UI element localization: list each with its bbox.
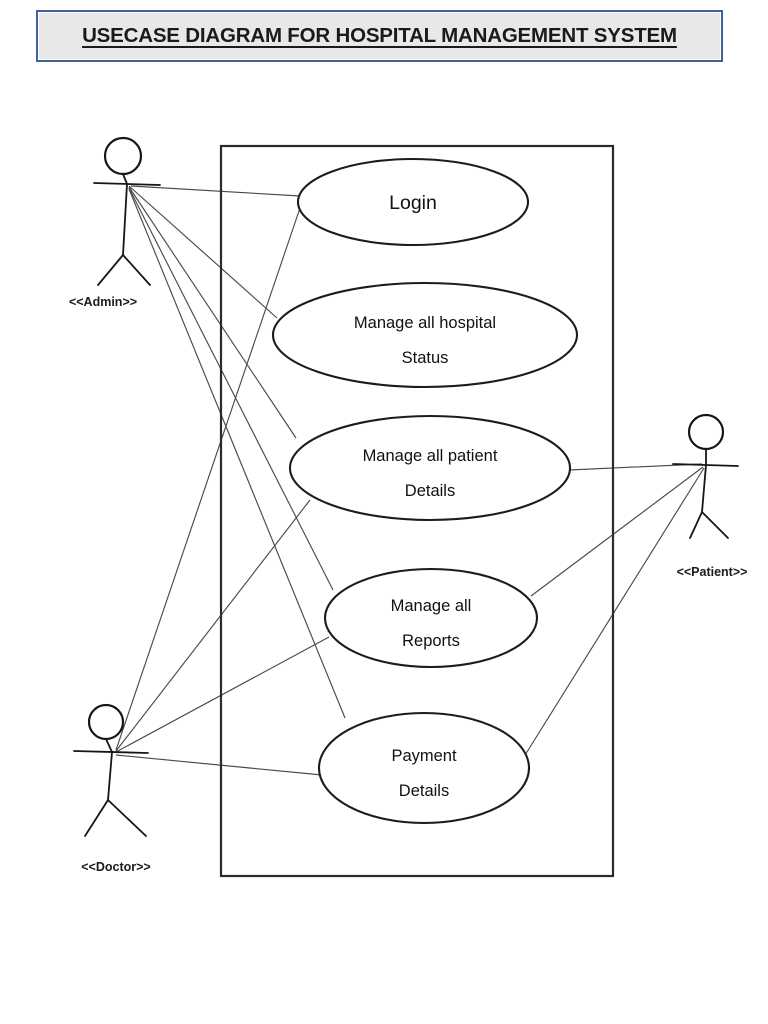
actor-head-patient <box>687 413 725 451</box>
association-admin-to-payment-details <box>128 188 346 719</box>
system-boundary-rect <box>219 144 615 878</box>
actor-label-admin: <<Admin>> <box>69 295 137 309</box>
actor-neck-admin <box>122 173 128 185</box>
actor-leg-left-patient <box>689 511 703 539</box>
use-case-label-manage-patient-details-line2: Details <box>405 482 455 500</box>
actor-neck-doctor <box>105 738 113 753</box>
diagram-title-banner: USECASE DIAGRAM FOR HOSPITAL MANAGEMENT … <box>36 10 723 62</box>
association-admin-to-manage-reports <box>128 187 334 591</box>
association-doctor-to-payment-details <box>115 754 323 776</box>
actor-label-patient: <<Patient>> <box>677 565 748 579</box>
actor-torso-patient <box>701 464 707 513</box>
actor-label-doctor: <<Doctor>> <box>81 860 150 874</box>
actor-leg-right-admin <box>122 254 151 286</box>
use-case-ellipse-manage-reports <box>323 567 539 669</box>
actors-layer: <<Admin>> <<Patient>> <<Doctor>> <box>69 136 748 874</box>
actor-torso-doctor <box>107 751 113 801</box>
use-case-label-payment-details-line2: Details <box>399 782 449 800</box>
system-boundary-layer <box>219 144 615 878</box>
actor-leg-right-patient <box>701 511 729 539</box>
use-case-label-payment-details-line1: Payment <box>391 747 457 765</box>
page-title: USECASE DIAGRAM FOR HOSPITAL MANAGEMENT … <box>82 24 677 47</box>
association-doctor-to-manage-patient-details <box>115 499 311 752</box>
use-case-label-login-line1: Login <box>389 192 437 214</box>
use-case-ellipse-payment-details <box>317 711 531 825</box>
association-admin-to-manage-hospital-status <box>128 185 278 319</box>
use-case-label-manage-reports-line2: Reports <box>402 632 460 650</box>
actor-torso-admin <box>122 183 128 256</box>
association-doctor-to-login <box>115 207 301 751</box>
actor-leg-left-doctor <box>84 799 109 837</box>
use-case-label-manage-patient-details-line1: Manage all patient <box>363 447 498 465</box>
actor-patient[interactable]: <<Patient>> <box>672 413 748 579</box>
use-case-label-manage-hospital-status-line1: Manage all hospital <box>354 314 496 332</box>
actor-head-doctor <box>87 703 125 741</box>
actor-doctor[interactable]: <<Doctor>> <box>73 703 151 874</box>
use-case-label-manage-hospital-status-line2: Status <box>402 349 449 367</box>
use-case-label-manage-reports-line1: Manage all <box>391 597 472 615</box>
use-case-login[interactable]: Login <box>296 157 530 247</box>
actor-leg-left-admin <box>97 254 124 286</box>
actor-head-admin <box>103 136 143 176</box>
association-admin-to-login <box>130 185 301 197</box>
association-doctor-to-manage-reports <box>115 636 330 753</box>
association-admin-to-manage-patient-details <box>128 186 297 439</box>
actor-arms-doctor <box>73 750 149 754</box>
use-case-ellipse-login <box>296 157 530 247</box>
use-case-ellipse-manage-patient-details <box>288 414 572 522</box>
actor-leg-right-doctor <box>107 799 147 837</box>
actor-admin[interactable]: <<Admin>> <box>69 136 161 309</box>
association-patient-to-manage-reports <box>530 466 704 597</box>
use-case-ellipse-manage-hospital-status <box>271 281 579 389</box>
